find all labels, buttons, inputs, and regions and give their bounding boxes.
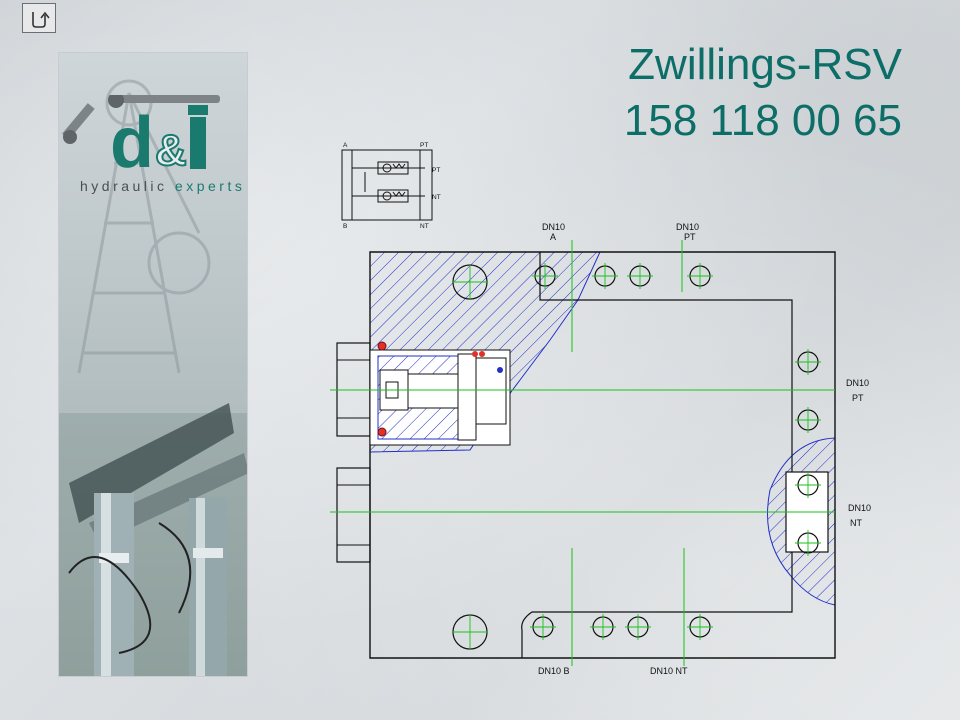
slide-title-line2: 158 118 00 65	[623, 96, 902, 145]
svg-text:d: d	[110, 103, 154, 183]
label-right-nt-line1: DN10	[848, 503, 871, 513]
bolt-holes	[452, 263, 821, 650]
schematic-port-b: B	[343, 223, 347, 230]
label-top-pt-line1: DN10	[676, 222, 699, 232]
tagline-accent: experts	[174, 178, 246, 194]
schematic-port-pt-top: PT	[420, 142, 428, 149]
hydraulic-schematic	[341, 149, 433, 221]
valve-block-outline	[336, 251, 836, 659]
schematic-port-a: A	[343, 142, 348, 149]
label-top-a-line2: A	[550, 232, 556, 242]
logo-tagline: hydraulic experts	[80, 178, 245, 194]
home-return-icon	[32, 11, 50, 28]
label-top-a-line1: DN10	[542, 222, 565, 232]
label-right-nt-line2: NT	[850, 518, 862, 528]
schematic-port-pt-mid: PT	[432, 167, 440, 174]
label-right-pt-line2: PT	[852, 393, 864, 403]
slide-title-line1: Zwillings-RSV	[628, 40, 902, 89]
company-logo: d &	[60, 92, 250, 205]
home-button[interactable]	[22, 3, 56, 33]
schematic-port-nt-mid: NT	[432, 194, 441, 201]
label-top-pt-line2: PT	[684, 232, 696, 242]
hydraulic-photo-panel	[58, 52, 248, 677]
centerlines	[330, 240, 835, 666]
label-bottom-nt: DN10 NT	[650, 666, 688, 676]
logo-mark-icon: d &	[62, 92, 220, 183]
mining-tower-illustration	[59, 79, 247, 676]
label-right-pt-line1: DN10	[846, 378, 869, 388]
label-bottom-b: DN10 B	[538, 666, 570, 676]
svg-text:&: &	[155, 126, 187, 175]
tagline-main: hydraulic	[80, 178, 175, 194]
schematic-port-nt-bottom: NT	[420, 223, 429, 230]
